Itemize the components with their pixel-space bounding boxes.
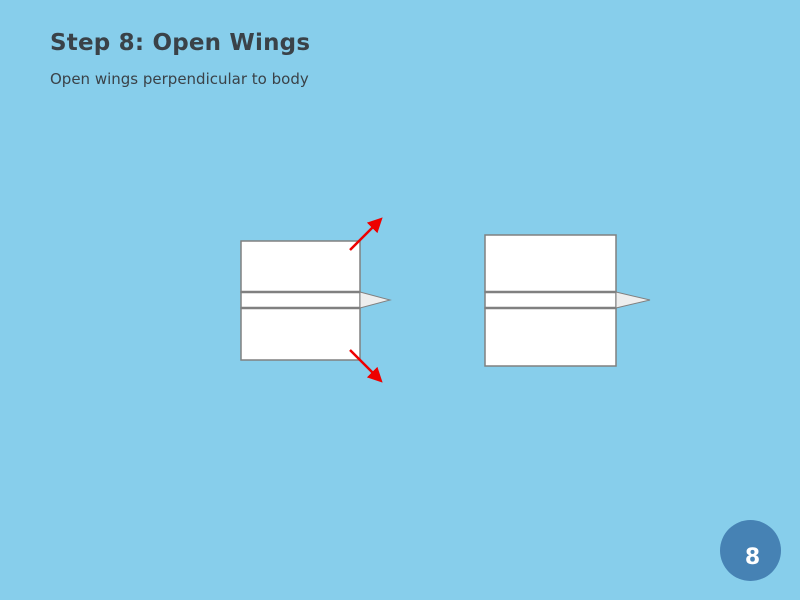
step-number: 8 [744,545,761,570]
upper-wing [240,240,361,293]
page-subtitle: Open wings perpendicular to body [50,70,309,88]
figure-before-opening [240,217,392,383]
page-title: Step 8: Open Wings [50,30,311,56]
down-right-arrow [349,349,383,383]
lower-wing [240,307,361,361]
figure-after-opening [484,234,651,367]
lower-wing [484,307,617,367]
body-strip [240,291,361,309]
upper-wing [484,234,617,293]
step-badge: 8 [720,520,781,581]
up-right-arrow [349,217,383,251]
nose-point [359,291,392,309]
nose-point [615,291,651,309]
body-strip [484,291,617,309]
